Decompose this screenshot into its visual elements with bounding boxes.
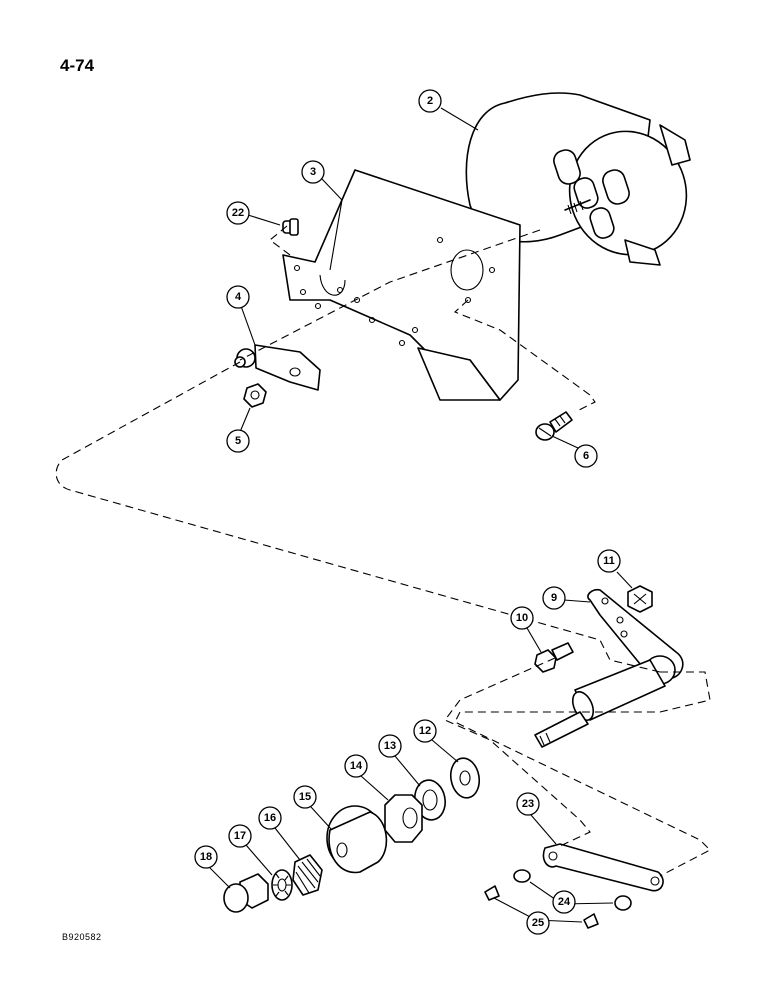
spacer-15	[326, 805, 388, 874]
callout-3: 3	[301, 160, 325, 184]
callout-10: 10	[510, 606, 534, 630]
leader-lines	[209, 107, 633, 923]
callout-5: 5	[226, 429, 250, 453]
mounting-bracket	[282, 169, 521, 401]
svg-text:18: 18	[200, 851, 212, 863]
svg-text:24: 24	[558, 896, 571, 908]
svg-text:4: 4	[235, 291, 242, 303]
insert-16	[292, 854, 323, 896]
washer-12	[449, 757, 481, 799]
svg-text:9: 9	[551, 592, 557, 604]
svg-text:15: 15	[299, 791, 311, 803]
svg-text:10: 10	[516, 612, 528, 624]
bolt-22	[282, 218, 299, 236]
clips-25	[484, 885, 599, 929]
callout-4: 4	[226, 285, 250, 309]
callout-17: 17	[228, 824, 252, 848]
callout-16: 16	[258, 806, 282, 830]
callout-2: 2	[418, 89, 442, 113]
svg-text:6: 6	[583, 450, 589, 462]
nut-14	[384, 794, 423, 843]
washers-24	[513, 869, 632, 911]
callout-15: 15	[293, 785, 317, 809]
svg-text:12: 12	[419, 725, 431, 737]
nut-5	[243, 383, 267, 408]
lock-washer-17	[271, 869, 293, 901]
svg-text:14: 14	[350, 760, 363, 772]
ball-stud-bracket	[234, 344, 321, 391]
stud-10	[534, 642, 574, 673]
screw-6	[535, 411, 573, 441]
svg-text:17: 17	[234, 830, 246, 842]
callout-9: 9	[542, 586, 566, 610]
svg-text:23: 23	[522, 798, 534, 810]
callout-14: 14	[344, 754, 368, 778]
figure-code: B920582	[62, 932, 102, 942]
callout-22: 22	[226, 201, 250, 225]
page-number: 4-74	[60, 56, 95, 75]
callout-13: 13	[378, 734, 402, 758]
callout-24: 24	[552, 890, 576, 914]
cap-nut-18	[223, 873, 269, 913]
svg-text:16: 16	[264, 812, 276, 824]
svg-text:22: 22	[232, 207, 244, 219]
svg-text:11: 11	[603, 555, 615, 567]
assembly-lines	[55, 225, 711, 877]
link-23	[542, 843, 664, 892]
callout-25: 25	[526, 911, 550, 935]
callout-11: 11	[597, 549, 621, 573]
svg-text:2: 2	[427, 95, 433, 107]
svg-text:3: 3	[310, 166, 316, 178]
motor-assembly	[465, 92, 691, 266]
callout-6: 6	[574, 444, 598, 468]
svg-text:13: 13	[384, 740, 396, 752]
svg-text:25: 25	[532, 917, 544, 929]
svg-text:5: 5	[235, 435, 241, 447]
crank-arm-assembly	[534, 588, 684, 748]
nut-11	[627, 585, 653, 613]
callout-12: 12	[413, 719, 437, 743]
callout-23: 23	[516, 792, 540, 816]
callout-18: 18	[194, 845, 218, 869]
